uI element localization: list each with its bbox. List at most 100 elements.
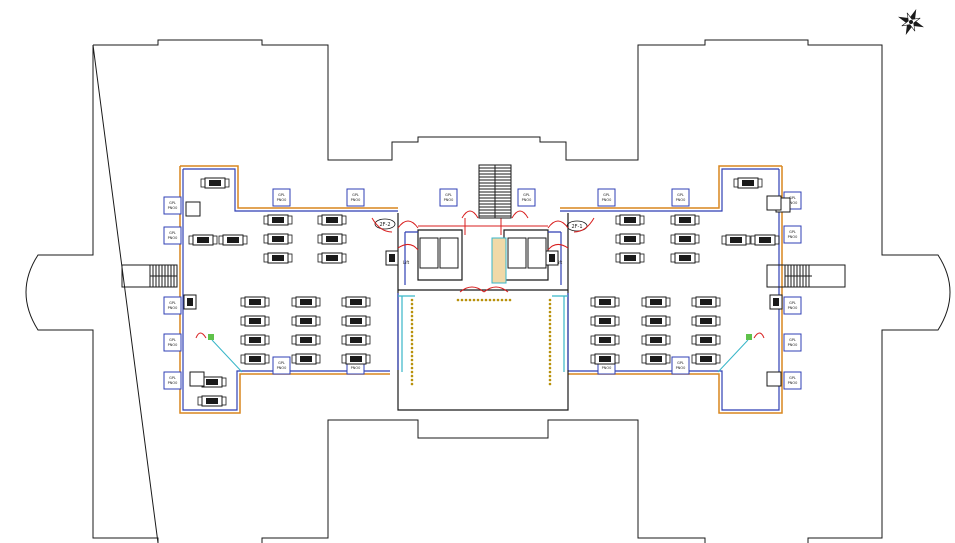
- workstation: [291, 353, 321, 365]
- svg-text:2F-1: 2F-1: [571, 224, 582, 230]
- service-shaft: [491, 237, 507, 284]
- svg-text:PNO0: PNO0: [277, 198, 287, 202]
- svg-text:GPL: GPL: [169, 376, 176, 380]
- cabinet: [189, 371, 205, 387]
- core-wall: [397, 213, 569, 411]
- svg-text:PNO0: PNO0: [788, 201, 798, 205]
- door-swing: [573, 217, 595, 233]
- workstation: [341, 353, 371, 365]
- workstation: [615, 252, 645, 264]
- workstation: [615, 233, 645, 245]
- workstation: [641, 334, 671, 346]
- workstation: [263, 252, 293, 264]
- workstation: [750, 234, 780, 246]
- lift-label-right: Lift: [556, 260, 563, 265]
- workstation: [317, 214, 347, 226]
- lift-right: [507, 237, 547, 269]
- svg-text:GPL: GPL: [169, 301, 176, 305]
- workstation: [590, 315, 620, 327]
- svg-text:GPL: GPL: [278, 361, 285, 365]
- door-swing: [459, 286, 485, 293]
- workstation: [733, 177, 763, 189]
- lift-label-left: Lift: [403, 260, 410, 265]
- svg-text:PNO0: PNO0: [444, 198, 454, 202]
- svg-text:PNO0: PNO0: [168, 343, 178, 347]
- workstation: [240, 315, 270, 327]
- workstation: [317, 233, 347, 245]
- workstation: [670, 252, 700, 264]
- core-blue-wall: [397, 231, 569, 370]
- door-swing: [371, 217, 393, 233]
- svg-text:GPL: GPL: [169, 231, 176, 235]
- lift-left: [419, 237, 459, 269]
- workstation: [615, 214, 645, 226]
- workstation-clusters: [183, 177, 791, 407]
- workstation: [670, 233, 700, 245]
- svg-text:PNO0: PNO0: [351, 366, 361, 370]
- core-red-line: [418, 218, 548, 235]
- svg-text:PNO0: PNO0: [676, 198, 686, 202]
- svg-text:GPL: GPL: [169, 338, 176, 342]
- workstation: [218, 234, 248, 246]
- right-wing-outer-wall: [560, 165, 783, 414]
- svg-text:GPL: GPL: [677, 361, 684, 365]
- svg-text:PNO0: PNO0: [168, 306, 178, 310]
- workstation: [341, 334, 371, 346]
- svg-text:GPL: GPL: [445, 193, 452, 197]
- svg-text:PNO0: PNO0: [168, 206, 178, 210]
- svg-text:GPL: GPL: [169, 201, 176, 205]
- svg-text:GPL: GPL: [352, 193, 359, 197]
- cabinet: [185, 201, 201, 217]
- svg-text:GPL: GPL: [677, 193, 684, 197]
- svg-text:PNO0: PNO0: [788, 381, 798, 385]
- svg-text:PNO0: PNO0: [788, 343, 798, 347]
- workstation: [590, 296, 620, 308]
- svg-text:GPL: GPL: [603, 193, 610, 197]
- workstation: [691, 353, 721, 365]
- svg-text:PNO0: PNO0: [602, 366, 612, 370]
- cabinet: [766, 195, 782, 211]
- svg-text:PNO0: PNO0: [676, 366, 686, 370]
- diagonal-glass-right: [717, 339, 749, 373]
- door-swing: [511, 210, 529, 219]
- workstation: [691, 315, 721, 327]
- svg-text:PNO0: PNO0: [788, 235, 798, 239]
- workstation: [317, 252, 347, 264]
- svg-text:PNO0: PNO0: [168, 236, 178, 240]
- workstation: [263, 214, 293, 226]
- door-swings: [195, 210, 765, 339]
- workstation: [291, 334, 321, 346]
- door-swing: [547, 244, 569, 251]
- svg-text:PNO0: PNO0: [351, 198, 361, 202]
- workstation: [188, 234, 218, 246]
- stair-top: [478, 164, 512, 219]
- stair-right: [766, 264, 846, 288]
- door-swing: [461, 210, 479, 219]
- door-swing: [547, 220, 569, 229]
- svg-text:GPL: GPL: [278, 193, 285, 197]
- workstation: [240, 334, 270, 346]
- building-outline: [25, 39, 951, 543]
- door-swing: [397, 244, 419, 251]
- green-marker-left: [208, 334, 214, 340]
- single-desk: [769, 294, 783, 310]
- svg-text:PNO0: PNO0: [277, 366, 287, 370]
- single-desk: [183, 294, 197, 310]
- workstation: [197, 395, 227, 407]
- svg-text:PNO0: PNO0: [522, 198, 532, 202]
- workstation: [291, 315, 321, 327]
- workstation: [641, 353, 671, 365]
- stair-left: [121, 264, 178, 288]
